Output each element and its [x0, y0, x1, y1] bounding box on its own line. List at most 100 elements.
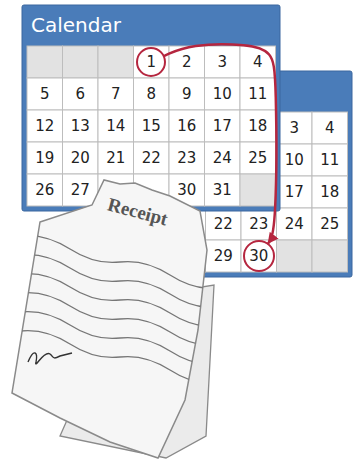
receipt-lines [20, 236, 220, 384]
calendar-title: Calendar [31, 14, 121, 36]
date-number: 27 [71, 183, 90, 198]
date-circle: 1 [136, 47, 166, 77]
receipt-tag: Receipt [100, 191, 173, 233]
calendar-cell [205, 142, 241, 174]
calendar-cell [241, 240, 277, 272]
calendar-cell [240, 78, 276, 110]
calendar-cell [205, 110, 241, 142]
date-number: 14 [106, 119, 125, 134]
date-number: 20 [71, 151, 90, 166]
date-number: 29 [214, 249, 233, 264]
date-number: 13 [71, 119, 90, 134]
calendar-cell [98, 110, 134, 142]
date-number: 2 [182, 55, 192, 70]
date-number: 17 [285, 185, 304, 200]
date-number: 4 [253, 55, 263, 70]
calendar-cell [98, 142, 134, 174]
date-number: 30 [177, 183, 196, 198]
calendar-cell [277, 208, 313, 240]
date-number: 3 [289, 121, 299, 136]
calendar-cell [63, 46, 99, 78]
calendar-cell [277, 176, 313, 208]
date-number: 25 [248, 151, 267, 166]
date-number: 18 [248, 119, 267, 134]
date-number: 1 [146, 55, 156, 70]
calendar-cell [206, 240, 242, 272]
calendar-cell [240, 46, 276, 78]
date-number: 18 [320, 185, 339, 200]
calendar-cell [134, 78, 170, 110]
calendar-cell [63, 142, 99, 174]
signature-scribble [28, 353, 72, 364]
calendar-cell [205, 78, 241, 110]
calendar-cell [169, 110, 205, 142]
calendar-cell [312, 208, 348, 240]
receipt-title: Receipt [105, 194, 170, 230]
date-number: 25 [320, 217, 339, 232]
calendar-cell [98, 78, 134, 110]
date-number: 10 [285, 153, 304, 168]
calendar-cell [312, 112, 348, 144]
date-number: 24 [213, 151, 232, 166]
date-number: 17 [213, 119, 232, 134]
date-number: 19 [35, 151, 54, 166]
calendar-cell [205, 46, 241, 78]
date-number: 10 [213, 87, 232, 102]
calendar-cell [240, 110, 276, 142]
date-number: 30 [249, 249, 268, 264]
date-number: 3 [217, 55, 227, 70]
calendar-sheet [22, 5, 280, 211]
calendar-card: Calendar 1 [22, 5, 280, 211]
date-number: 21 [106, 151, 125, 166]
date-number: 11 [248, 87, 267, 102]
calendar-cell [240, 142, 276, 174]
calendar-cell [63, 174, 99, 206]
date-number: 4 [325, 121, 335, 136]
calendar-cell [205, 174, 241, 206]
calendar-cell [134, 110, 170, 142]
calendar-cell [134, 46, 170, 78]
calendar-cell [277, 144, 313, 176]
calendar-cell [169, 142, 205, 174]
calendar-cell [277, 112, 313, 144]
date-number: 7 [111, 87, 121, 102]
calendar-cell [312, 144, 348, 176]
calendar-cell [27, 142, 63, 174]
calendar-cell [206, 208, 242, 240]
date-circle: 30 [243, 240, 275, 272]
date-number: 11 [320, 153, 339, 168]
calendar-cell [27, 110, 63, 142]
date-number: 31 [213, 183, 232, 198]
date-number: 5 [40, 87, 50, 102]
date-number: 16 [177, 119, 196, 134]
calendar-cell [63, 78, 99, 110]
date-number: 15 [142, 119, 161, 134]
date-number: 22 [214, 217, 233, 232]
calendar-cell [169, 78, 205, 110]
date-number: 26 [35, 183, 54, 198]
arrow-connector [165, 44, 276, 243]
date-number: 8 [146, 87, 156, 102]
date-number: 24 [285, 217, 304, 232]
calendar-cell [312, 240, 348, 272]
calendar-cell [63, 110, 99, 142]
receipt-line [20, 331, 220, 384]
calendar-cell [312, 176, 348, 208]
calendar-cell [277, 240, 313, 272]
date-number: 9 [182, 87, 192, 102]
calendar-frame [22, 5, 280, 211]
date-number: 22 [142, 151, 161, 166]
calendar-cell [98, 46, 134, 78]
date-number: 23 [177, 151, 196, 166]
calendar-cell [134, 142, 170, 174]
date-number: 6 [75, 87, 85, 102]
calendar-cell [27, 174, 63, 206]
calendar-cell [27, 46, 63, 78]
calendar-cell [27, 78, 63, 110]
calendar-cell [240, 174, 276, 206]
